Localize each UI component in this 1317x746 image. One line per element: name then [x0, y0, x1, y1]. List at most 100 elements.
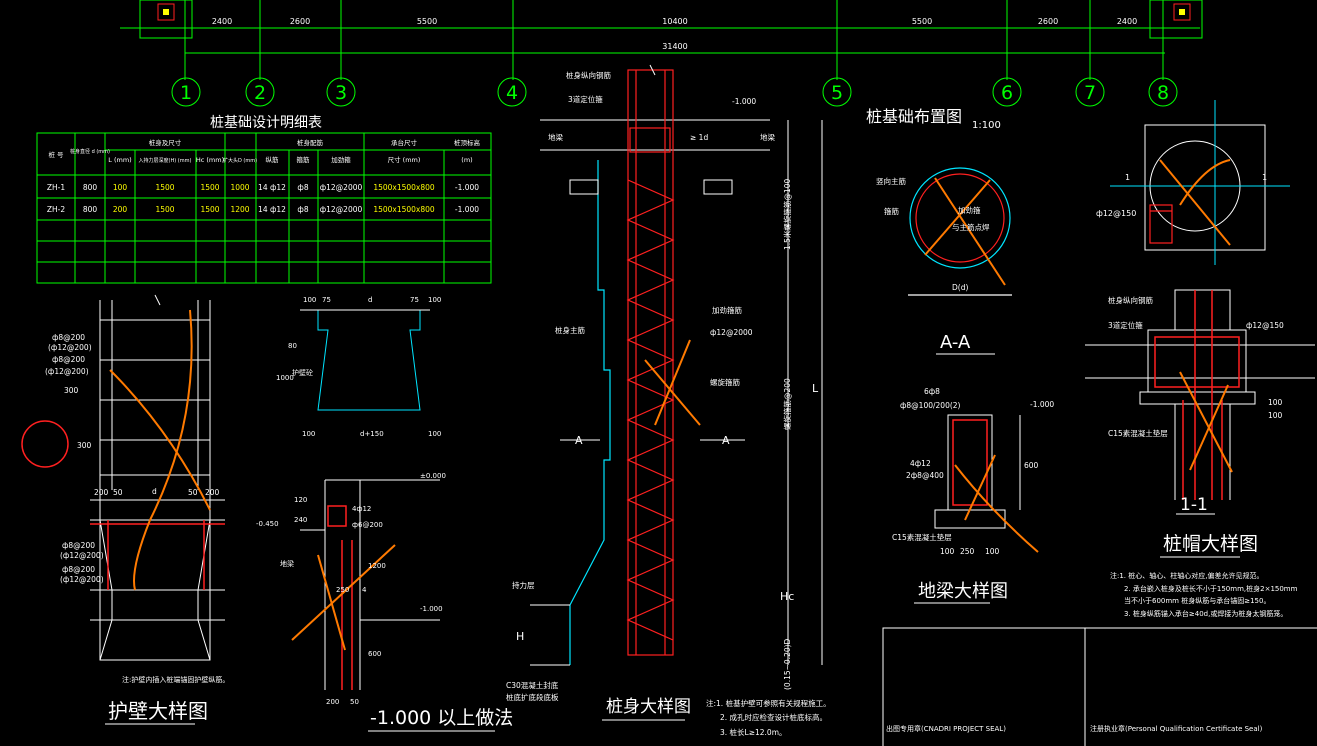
- beam-label: C15素混凝土垫层: [892, 532, 952, 542]
- wall-form-label: 100: [428, 430, 441, 438]
- table-header: 桩身配筋: [297, 138, 324, 147]
- span-label: 5500: [912, 17, 932, 26]
- section-mark-a: A: [575, 434, 583, 447]
- table-cell: 800: [83, 183, 98, 192]
- cap-note: 3. 桩身纵筋锚入承台≥40d,或焊接为桩身太钢筋笼。: [1124, 609, 1287, 618]
- pile-label: 桩身主筋: [555, 325, 585, 335]
- pile-label: 加劲箍筋: [712, 305, 742, 315]
- wall-dim-label: 300: [77, 441, 92, 450]
- wall-dim-label: 50: [113, 488, 123, 497]
- table-cell: 200: [113, 205, 128, 214]
- table-cell: ф8: [297, 183, 308, 192]
- pile-label: 桩底扩底段底板: [506, 692, 559, 702]
- ground-beam-detail: [934, 414, 1021, 529]
- above-elevation: ±0.000: [420, 472, 446, 480]
- total-span-label: 31400: [662, 42, 687, 51]
- wall-note: 注:护壁内插入桩端锚固护壁纵筋。: [122, 675, 229, 684]
- pile-label: 桩身纵向钢筋: [566, 70, 611, 80]
- section-mark-a: A: [722, 434, 730, 447]
- wall-dim-label: 50: [188, 488, 198, 497]
- table-cell: ф8: [297, 205, 308, 214]
- wall-form-detail: [300, 309, 430, 411]
- ground-beam-title: 地梁大样图: [918, 581, 1008, 602]
- beam-label: 6ф8: [924, 387, 940, 396]
- wall-form-label: 100: [428, 296, 441, 304]
- wall-rebar-label: (ф12@200): [45, 367, 89, 376]
- table-subheader: 加劲箍: [331, 155, 351, 164]
- pile-cap-title: 桩帽大样图: [1163, 533, 1258, 555]
- above-dim: 600: [368, 650, 381, 658]
- top-grid: [120, 0, 1203, 80]
- table-cell: ф12@2000: [320, 183, 363, 192]
- pile-dim: H: [516, 630, 524, 643]
- above-title: -1.000 以上做法: [370, 707, 513, 729]
- above-dim: 200: [326, 698, 339, 706]
- wall-form-label: 75: [322, 296, 331, 304]
- cap-label: 桩身纵向钢筋: [1108, 295, 1153, 305]
- table-cell: 14 ф12: [258, 183, 286, 192]
- axis-label: 1: [180, 82, 192, 104]
- above-dim: 4: [362, 586, 367, 594]
- span-label: 5500: [417, 17, 437, 26]
- table-cell: 1500x1500x800: [373, 205, 435, 214]
- wall-form-label: 80: [288, 342, 297, 350]
- detail-table: [36, 132, 492, 284]
- above-dim: 50: [350, 698, 359, 706]
- pile-section-circle: [21, 420, 69, 468]
- project-seal: 出图专用章(CNADRI PROJECT SEAL): [886, 724, 1006, 733]
- table-subheader: 入持力层深度(H) (mm): [139, 157, 192, 164]
- table-header: 承台尺寸: [391, 138, 418, 147]
- table-header: Hc (mm): [196, 156, 224, 164]
- cap-section-mark: 1: [1262, 173, 1267, 182]
- wall-dim-label: 200: [94, 488, 109, 497]
- layout-scale: 1:100: [972, 120, 1001, 131]
- aa-label: 与主筋点焊: [952, 222, 990, 232]
- pile-elevation: -1.000: [732, 97, 756, 106]
- pile-body-title: 桩身大样图: [606, 697, 691, 717]
- table-header: 桩身及尺寸: [149, 138, 182, 147]
- section-11-title: 1-1: [1180, 495, 1208, 515]
- section-aa-title: A-A: [940, 332, 971, 353]
- wall-rebar-label: ф8@200: [62, 541, 95, 550]
- axis-label: 8: [1157, 82, 1169, 104]
- pile-label: ф12@2000: [710, 328, 753, 337]
- protect-wall-detail: [90, 294, 225, 661]
- wall-form-label: 1000: [276, 374, 294, 382]
- table-cell: -1.000: [455, 183, 479, 192]
- table-cell: 1500: [155, 205, 174, 214]
- pile-label: 3道定位箍: [568, 94, 603, 104]
- beam-dim: 100: [985, 547, 1000, 556]
- table-cell: 800: [83, 205, 98, 214]
- pile-label: 螺旋箍筋: [710, 377, 740, 387]
- cap-label: ф12@150: [1246, 321, 1284, 330]
- table-cell: 1500: [200, 205, 219, 214]
- pile-label: 地梁: [760, 132, 775, 142]
- table-subheader: (m): [461, 156, 472, 164]
- beam-dim: 100: [940, 547, 955, 556]
- above-rebar-label: ф6@200: [352, 521, 383, 529]
- cap-rebar-label: ф12@150: [1096, 209, 1136, 218]
- pile-dim: Hc: [780, 590, 794, 603]
- table-header: 扩大头D (mm): [223, 157, 257, 164]
- pile-label: 地梁: [548, 132, 563, 142]
- axis-label: 5: [831, 82, 843, 104]
- pile-rebar-cage: [626, 69, 675, 656]
- cap-note: 当不小于600mm 桩身纵筋与承台锚固≥150。: [1124, 596, 1270, 605]
- table-header: 桩身直径 d (mm): [70, 148, 110, 155]
- span-label: 2400: [1117, 17, 1137, 26]
- pile-length-label: L: [812, 382, 819, 395]
- cap-label: 3道定位箍: [1108, 320, 1143, 330]
- pile-note: 3. 桩长L≥12.0m。: [720, 727, 787, 737]
- section-aa-detail: [908, 167, 1012, 296]
- wall-rebar-label: (ф12@200): [48, 343, 92, 352]
- above-elevation: -0.450: [256, 520, 279, 528]
- table-header: 桩顶标高: [454, 138, 481, 147]
- table-cell: ф12@2000: [320, 205, 363, 214]
- layout-title: 桩基础布置图: [866, 107, 962, 126]
- pile-body-outline: [569, 160, 611, 665]
- table-cell: 14 ф12: [258, 205, 286, 214]
- axis-label: 7: [1084, 82, 1096, 104]
- protect-wall-title: 护壁大样图: [108, 699, 208, 723]
- wall-form-label: 100: [302, 430, 315, 438]
- axis-bubbles: [171, 77, 1178, 107]
